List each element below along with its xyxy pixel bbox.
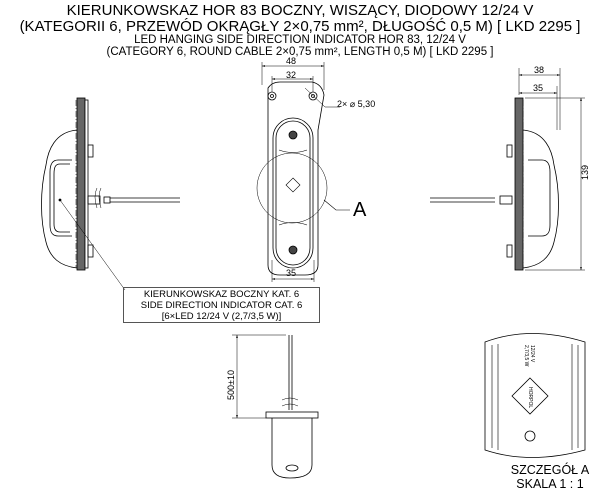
dim-side-depth-inner: 35 [533, 83, 544, 93]
detail-voltage: 12/24 V [529, 345, 535, 363]
dim-lens-width: 35 [286, 268, 297, 278]
label-line1: KIERUNKOWSKAZ BOCZNY KAT. 6 [143, 289, 300, 300]
label-line2: SIDE DIRECTION INDICATOR CAT. 6 [140, 300, 303, 311]
detail-lens-text: 12/24 V 2,7/3,5 W [523, 345, 535, 366]
detail-a-view [484, 333, 586, 458]
title-pl-line1: KIERUNKOWSKAZ HOR 83 BOCZNY, WISZĄCY, DI… [66, 2, 534, 19]
detail-scale: SKALA 1 : 1 [516, 477, 584, 491]
dim-front-width: 48 [286, 56, 297, 66]
detail-title: SZCZEGÓŁ A [510, 463, 590, 477]
dim-side-depth: 38 [534, 65, 545, 75]
dim-holes: 2× ⌀ 5,30 [337, 99, 376, 109]
title-en-line1: LED HANGING SIDE DIRECTION INDICATOR HOR… [134, 34, 466, 46]
title-pl-line2: (KATEGORII 6, PRZEWÓD OKRĄGŁY 2×0,75 mm²… [19, 18, 581, 35]
title-en-line2: (CATEGORY 6, ROUND CABLE 2×0,75 mm², LEN… [106, 46, 494, 58]
front-view [256, 62, 350, 282]
dim-cable-length: 500±10 [226, 370, 236, 400]
dim-height: 139 [580, 164, 590, 180]
label-box: KIERUNKOWSKAZ BOCZNY KAT. 6 SIDE DIRECTI… [123, 287, 320, 323]
detail-logo: HORPOL [527, 387, 533, 409]
detail-power: 2,7/3,5 W [523, 345, 529, 367]
left-side-view [41, 97, 180, 291]
bottom-view [232, 334, 319, 479]
label-line3: [6×LED 12/24 V (2,7/3,5 W)] [161, 311, 282, 322]
right-side-view [430, 68, 585, 271]
detail-marker: A [353, 199, 367, 221]
dim-hole-spacing: 32 [286, 70, 297, 80]
